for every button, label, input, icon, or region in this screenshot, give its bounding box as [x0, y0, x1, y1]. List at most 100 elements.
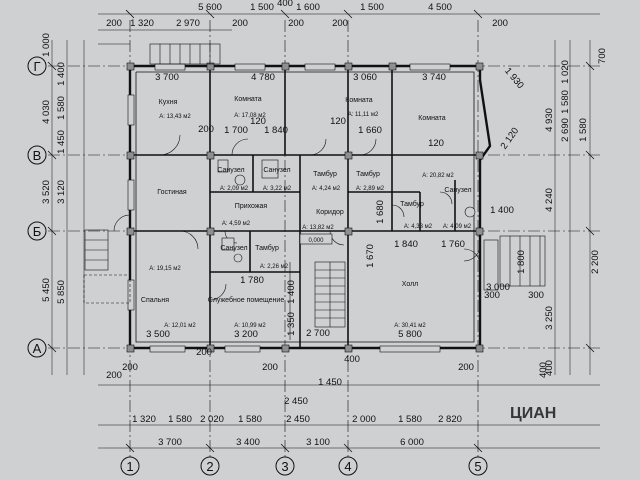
dim-bottom1-2: 2 020 [200, 414, 224, 425]
axis-label-g: Г [33, 59, 40, 74]
dim-left-inner-3: 3 120 [56, 180, 67, 204]
room-name-living: Гостиная [157, 189, 187, 196]
dim-room-width-4: 3 500 [146, 329, 170, 340]
dim-top2-5: 4 500 [428, 2, 452, 13]
room-area-corridor: A: 13,82 м2 [302, 225, 334, 231]
level-mark: 0,000 [308, 238, 324, 244]
dim-inner-0: 200 [198, 124, 214, 135]
dim-bottom1-6: 1 580 [398, 414, 422, 425]
dim-bottom2-3: 6 000 [400, 437, 424, 448]
plumbing-fixtures [217, 159, 476, 263]
dim-inner-3: 1 840 [264, 125, 288, 136]
dim-inner-16: 300 [528, 290, 544, 301]
dim-inner-20: 2 700 [306, 328, 330, 339]
dim-inner-1: 120 [250, 116, 266, 127]
dim-room-width-1: 4 780 [251, 72, 275, 83]
dim-bottom2-1: 3 400 [236, 437, 260, 448]
room-name-room3: Комната [418, 115, 446, 122]
dim-inner-9: 1 780 [240, 275, 264, 286]
axis-label-3: 3 [281, 459, 288, 474]
dim-right-inner-3: 1 580 [578, 118, 589, 142]
room-area-room1: A: 17,08 м2 [234, 113, 266, 119]
room-name-service: Служебное помещение [208, 296, 285, 304]
dim-right-inner-1: 1 580 [560, 90, 571, 114]
axis-markers [27, 56, 488, 476]
dim-inner-14: 3 000 [486, 282, 510, 293]
dim-top-misc-3: 200 [332, 18, 348, 29]
axis-label-a: А [33, 341, 42, 356]
room-area-bedroom: A: 12,01 м2 [164, 323, 196, 329]
dim-bottom1-5: 2 000 [352, 414, 376, 425]
dim-top1-0: 1 320 [130, 18, 154, 29]
dim-top2-0: 5 600 [198, 2, 222, 13]
dim-inner-10: 1 670 [365, 244, 376, 268]
dim-bottom-misc-5: 1 450 [318, 377, 342, 388]
axis-label-4: 4 [344, 459, 351, 474]
dim-top1-1: 2 970 [176, 18, 200, 29]
dim-inner-5: 1 660 [358, 125, 382, 136]
dim-inner-7: 1 840 [394, 239, 418, 250]
watermark-text: ЦИАН [510, 405, 556, 422]
dim-room-width-0: 3 700 [155, 72, 179, 83]
dim-left-inner-4: 5 850 [56, 280, 67, 304]
room-name-wc2: Санузел [263, 167, 290, 174]
dim-bottom1-7: 2 820 [438, 414, 462, 425]
dim-inner-11: 1 680 [375, 200, 386, 224]
dim-top2-4: 1 500 [360, 2, 384, 13]
room-name-vest3: Тамбур [400, 200, 424, 208]
room-name-kitchen: Кухня [159, 99, 178, 106]
dim-inner-24: 400 [538, 362, 549, 378]
dim-top2-1: 1 500 [250, 2, 274, 13]
axis-label-b: Б [33, 224, 42, 239]
dim-bottom2-0: 3 700 [158, 437, 182, 448]
dim-right-outer-1: 4 930 [544, 108, 555, 132]
axis-label-1: 1 [126, 459, 133, 474]
room-name-wc3: Санузел [444, 187, 471, 194]
room-area-r2082: A: 20,82 м2 [422, 173, 454, 179]
room-name-corridor: Коридор [316, 209, 344, 216]
dim-room-width-2: 3 060 [353, 72, 377, 83]
dim-inner-12: 1 400 [490, 205, 514, 216]
dim-left-outer-2: 3 520 [41, 180, 52, 204]
room-area-a409: A: 4,09 м2 [443, 224, 472, 230]
dim-right-outer-5: 400 [544, 360, 555, 376]
dim-top-misc-4: 200 [492, 18, 508, 29]
dim-left-outer-3: 5 450 [41, 278, 52, 302]
dim-bottom-misc-3: 200 [458, 362, 474, 373]
room-area-wc2: A: 3,22 м2 [263, 186, 292, 192]
room-name-hallway: Прихожая [235, 203, 268, 210]
dim-left-outer-1: 4 030 [41, 100, 52, 124]
dim-top2-2: 400 [277, 0, 293, 9]
wall-pillars [126, 62, 484, 353]
dim-inner-17: 1 800 [516, 250, 527, 274]
room-area-vest3: A: 4,33 м2 [404, 224, 433, 230]
dim-inner-22: 1 400 [286, 280, 297, 304]
dim-room-width-5: 3 200 [234, 329, 258, 340]
dim-bottom-misc-1: 200 [122, 362, 138, 373]
dim-bottom1-1: 1 580 [168, 414, 192, 425]
room-name-vest1: Тамбур [313, 170, 337, 178]
room-name-bedroom: Спальня [141, 297, 169, 304]
dim-bottom1-0: 1 320 [132, 414, 156, 425]
room-area-a1915: A: 19,15 м2 [149, 266, 181, 272]
dim-inner-8: 1 760 [441, 239, 465, 250]
room-name-vest2: Тамбур [356, 170, 380, 178]
axis-label-5: 5 [474, 459, 481, 474]
axis-label-2: 2 [206, 459, 213, 474]
door-swings [113, 134, 481, 301]
dim-left-outer-0: 1 000 [41, 33, 52, 57]
dim-right-outer-3: 2 200 [590, 250, 601, 274]
dim-top-misc-1: 200 [232, 18, 248, 29]
dim-inner-21: 1 350 [286, 312, 297, 336]
dim-right-outer-2: 4 240 [544, 188, 555, 212]
room-area-kitchen: A: 13,43 м2 [159, 114, 191, 120]
dim-bottom-misc-0: 200 [106, 370, 122, 381]
room-area-hallway: A: 4,59 м2 [222, 221, 251, 227]
dim-room-width-3: 3 740 [422, 72, 446, 83]
dimension-lines [47, 9, 600, 453]
room-area-vest2: A: 2,89 м2 [356, 186, 385, 192]
axis-label-v: В [33, 148, 42, 163]
dim-right-outer-0: 700 [597, 48, 608, 64]
dim-left-inner-1: 1 580 [56, 96, 67, 120]
